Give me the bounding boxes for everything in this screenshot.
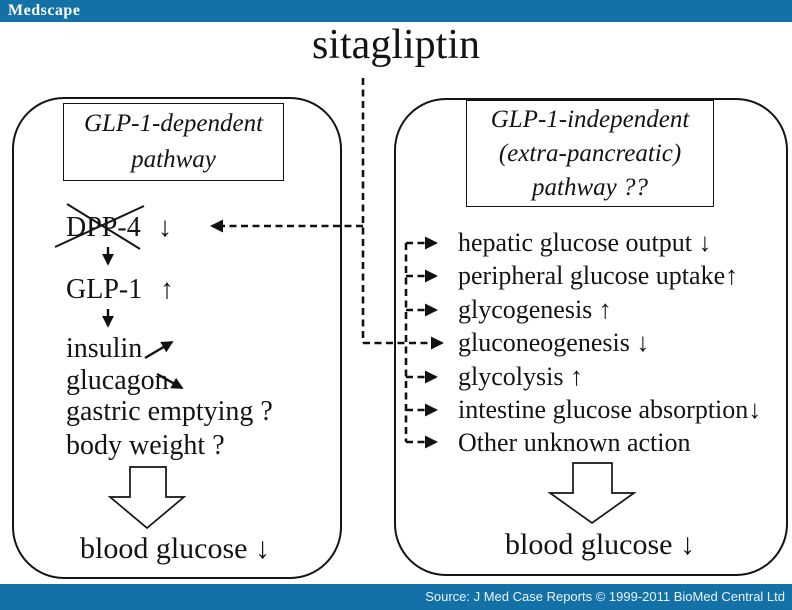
slide-title: sitagliptin	[312, 22, 480, 68]
left-item-insulin: insulin	[66, 333, 142, 365]
right-item-hepatic-glucose-output: hepatic glucose output ↓	[458, 228, 712, 257]
right-item-intestine-glucose-absorption: intestine glucose absorption↓	[458, 395, 762, 424]
right-item-gluconeogenesis: gluconeogenesis ↓	[458, 328, 650, 357]
left-item-gastric-emptying: gastric emptying ?	[66, 396, 273, 428]
left-result-blood-glucose: blood glucose ↓	[80, 532, 270, 565]
decrease-arrow-icon: ↓	[158, 212, 172, 243]
left-heading-line2: pathway	[131, 146, 216, 173]
right-item-glycogenesis: glycogenesis ↑	[458, 295, 612, 324]
right-result-blood-glucose: blood glucose ↓	[505, 528, 695, 561]
top-brand-bar	[0, 0, 792, 22]
body-weight-label: body weight ?	[66, 430, 225, 461]
right-item-peripheral-glucose-uptake: peripheral glucose uptake↑	[458, 261, 739, 290]
left-item-glucagon: glucagon	[66, 365, 169, 397]
dpp4-label: DPP-4	[66, 212, 141, 243]
increase-arrow-icon: ↑	[160, 274, 174, 305]
source-credit: Source: J Med Case Reports © 1999-2011 B…	[425, 589, 785, 604]
right-pathway-heading: GLP-1-independent (extra-pancreatic) pat…	[466, 100, 714, 207]
right-heading-line3: pathway ??	[532, 174, 648, 201]
right-heading-line2: (extra-pancreatic)	[498, 140, 682, 167]
medscape-logo: Medscape	[8, 2, 81, 19]
glp1-dependent-pathway-box	[12, 97, 342, 579]
left-item-glp1: GLP-1 ↑	[66, 274, 174, 306]
left-heading-line1: GLP-1-dependent	[83, 110, 264, 137]
bottom-source-bar	[0, 584, 792, 610]
gastric-emptying-label: gastric emptying ?	[66, 396, 273, 427]
right-item-other-unknown-action: Other unknown action	[458, 428, 691, 457]
glucagon-label: glucagon	[66, 365, 169, 396]
left-pathway-heading: GLP-1-dependent pathway	[63, 103, 284, 181]
left-item-dpp4: DPP-4 ↓	[66, 212, 172, 244]
glp1-label: GLP-1	[66, 274, 143, 305]
insulin-label: insulin	[66, 333, 143, 364]
right-item-glycolysis: glycolysis ↑	[458, 362, 583, 391]
left-item-body-weight: body weight ?	[66, 430, 225, 462]
glp1-independent-pathway-box	[394, 98, 788, 576]
right-heading-line1: GLP-1-independent	[490, 106, 690, 133]
